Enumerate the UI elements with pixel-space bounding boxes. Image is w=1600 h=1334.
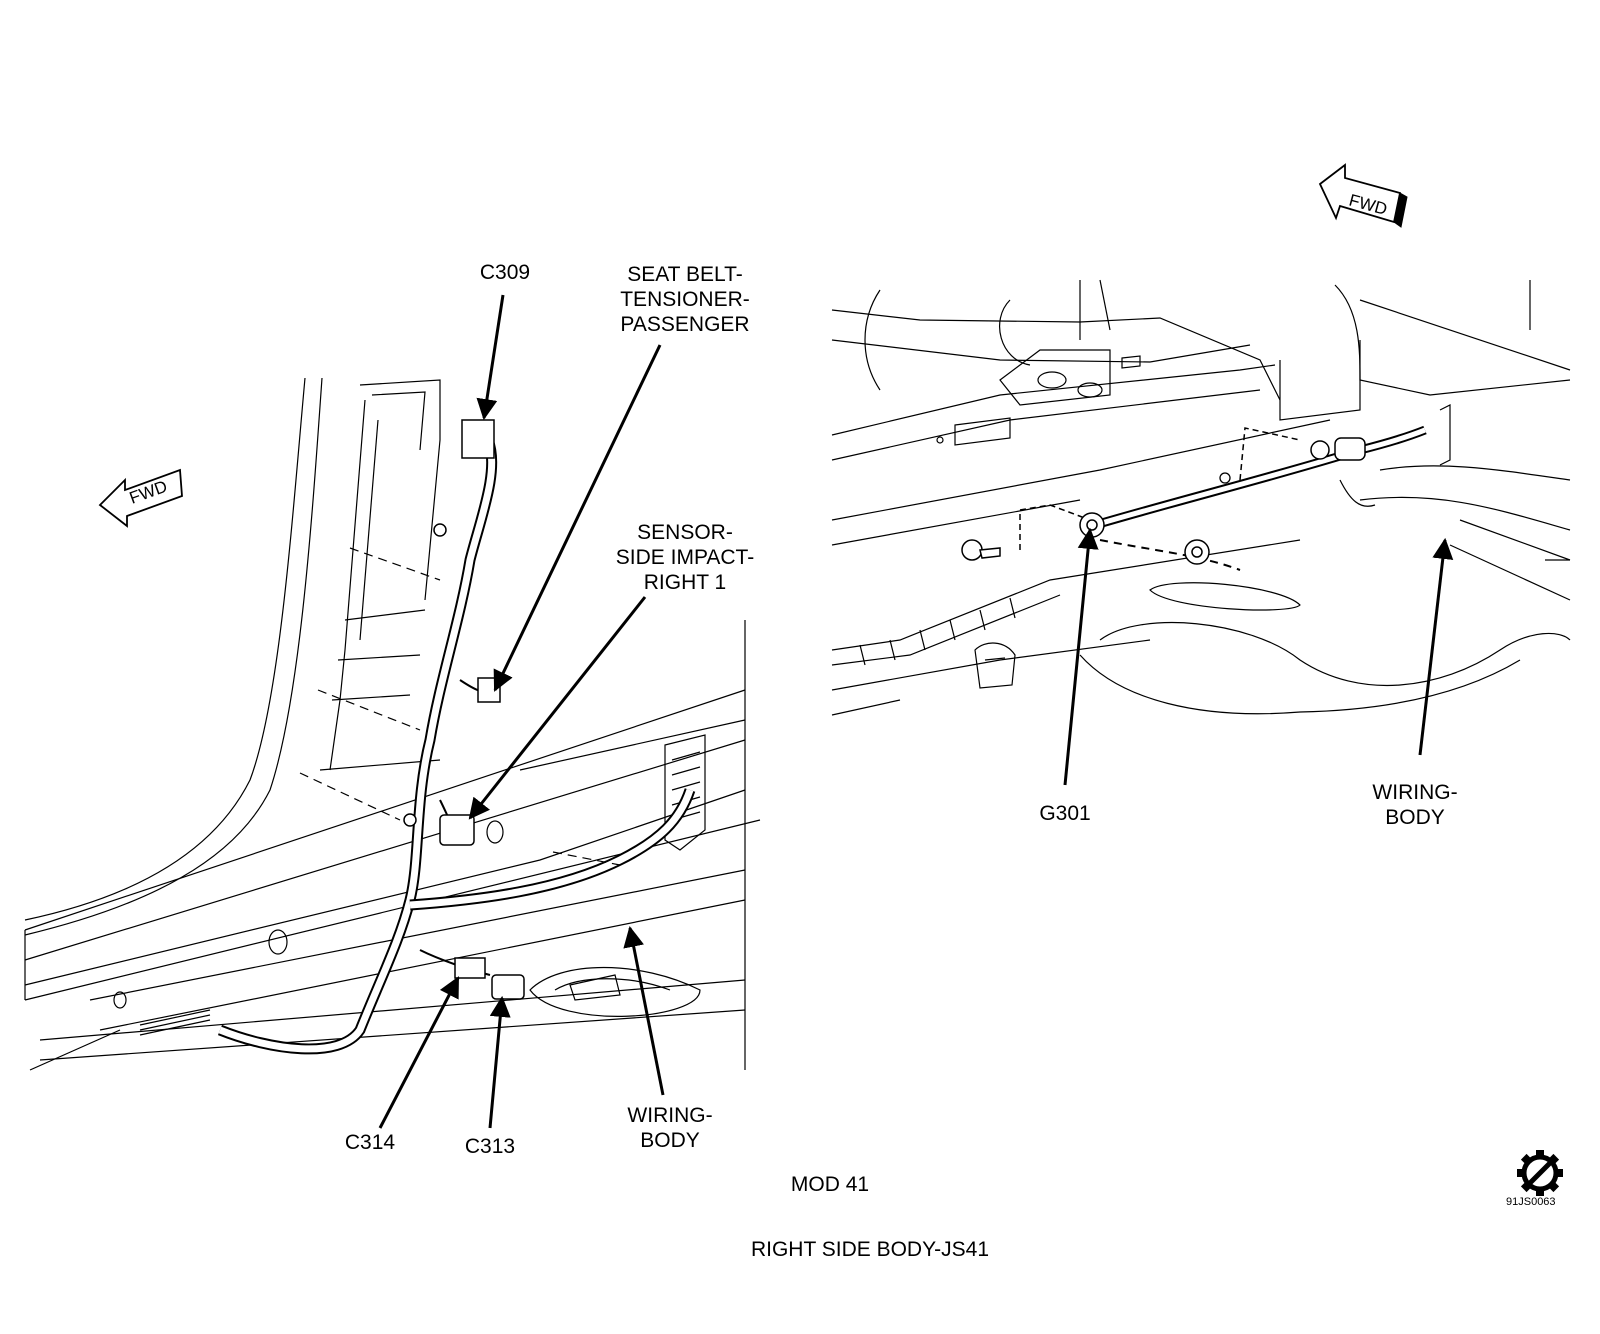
left-leader-arrows <box>378 294 665 1129</box>
left-mount-leaders <box>299 547 621 866</box>
bolt-right <box>1310 440 1330 460</box>
right-leader-arrows <box>1063 527 1454 786</box>
label-g301: G301 <box>1039 802 1091 825</box>
label-left-wiring-body: WIRING- BODY <box>627 1104 713 1152</box>
label-c314: C314 <box>344 1131 396 1154</box>
figure-code: 91JS0063 <box>1506 1196 1556 1208</box>
c314-connector <box>454 957 486 979</box>
bolt-left <box>961 539 983 561</box>
label-sensor-side-impact-right-1: SENSOR- SIDE IMPACT- RIGHT 1 <box>615 521 755 594</box>
left-wiring-harness <box>217 437 696 1055</box>
right-wiring-harness <box>1019 425 1427 571</box>
diagram-title: RIGHT SIDE BODY-JS41 <box>750 1238 990 1261</box>
left-view-illustration <box>24 377 761 1071</box>
right-fasteners <box>961 437 1366 565</box>
label-c309: C309 <box>479 261 531 284</box>
c313-connector <box>491 974 525 1000</box>
right-view-illustration <box>831 279 1571 716</box>
left-fwd-arrow-icon: FWD <box>98 468 183 528</box>
c309-connector <box>461 419 495 459</box>
gear-icon <box>1517 1150 1563 1196</box>
label-right-wiring-body: WIRING- BODY <box>1372 781 1458 829</box>
seat-belt-connector <box>477 677 501 703</box>
sensor-connector <box>439 814 475 846</box>
right-fwd-arrow-icon: FWD <box>1318 163 1408 228</box>
label-seat-belt-tensioner-passenger: SEAT BELT- TENSIONER- PASSENGER <box>620 263 750 336</box>
left-connectors <box>403 419 525 1000</box>
label-c313: C313 <box>464 1135 516 1158</box>
module-label: MOD 41 <box>790 1173 870 1196</box>
